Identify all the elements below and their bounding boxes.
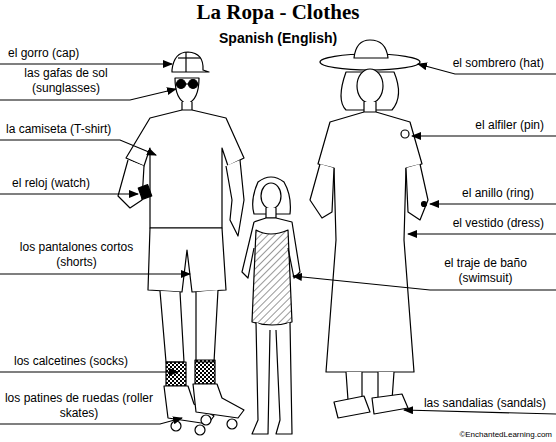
leader-lines [0, 64, 556, 424]
drawing-part [196, 290, 218, 362]
drawing-part [354, 40, 388, 58]
drawing-part [227, 419, 237, 429]
clothing-label: las gafas de sol (sunglasses) [6, 66, 126, 96]
drawing-part [0, 273, 190, 274]
drawing-part [166, 362, 186, 386]
drawing-part [401, 130, 409, 138]
drawing-part [195, 360, 215, 384]
drawing-part [276, 322, 292, 434]
drawing-part [242, 222, 254, 278]
drawing-part [0, 371, 178, 372]
clothing-label: la camiseta (T-shirt) [6, 122, 111, 137]
drawing-part [334, 396, 370, 418]
clothing-label: los pantalones cortos (shorts) [4, 240, 149, 270]
drawing-part [189, 80, 198, 89]
drawing-part [148, 228, 226, 292]
title: La Ropa - Clothes [0, 0, 556, 24]
drawing-part [430, 203, 556, 204]
woman-figure [310, 40, 428, 418]
drawing-part [357, 69, 383, 103]
drawing-part [177, 80, 186, 89]
drawing-part [0, 193, 138, 194]
drawing-part [172, 52, 209, 72]
drawing-part [193, 384, 244, 418]
subtitle: Spanish (English) [219, 29, 337, 47]
clothing-label: el reloj (watch) [12, 176, 90, 191]
drawing-part [252, 230, 292, 325]
drawing-part [195, 425, 205, 435]
drawing-part [404, 410, 556, 414]
watermark: ©EnchantedLearning.com [459, 430, 552, 440]
drawing-part [185, 52, 186, 72]
drawing-part [226, 160, 244, 236]
drawing-part [0, 63, 172, 64]
drawing-part [293, 276, 556, 290]
drawing-part [118, 40, 428, 435]
child-figure [242, 177, 300, 434]
man-figure [118, 52, 244, 435]
drawing-part [118, 160, 144, 208]
drawing-part [406, 164, 428, 220]
drawing-part [422, 202, 427, 207]
drawing-part [266, 208, 276, 218]
clothing-label: el anillo (ring) [462, 186, 534, 201]
drawing-part [171, 421, 181, 431]
clothing-label: las sandalias (sandals) [424, 396, 546, 411]
drawing-part [261, 183, 281, 209]
drawing-part [372, 394, 408, 414]
clothing-label: el alfiler (pin) [475, 118, 544, 133]
drawing-part [310, 164, 334, 218]
clothing-label: los patines de ruedas (roller skates) [4, 391, 154, 421]
drawing-part [160, 291, 184, 362]
clothing-label: el sombrero (hat) [453, 56, 544, 71]
drawing-part [201, 415, 211, 425]
drawing-part [412, 135, 556, 136]
drawing-part [408, 233, 556, 234]
drawing-part [252, 322, 270, 434]
drawing-part [175, 78, 199, 104]
clothing-label: los calcetines (socks) [14, 354, 128, 369]
drawing-part [0, 140, 156, 155]
clothing-label: el vestido (dress) [453, 216, 544, 231]
clothing-label: el traje de baño (swimsuit) [423, 256, 548, 286]
drawing-part [346, 372, 362, 400]
drawing-part [318, 112, 422, 372]
clothing-label: el gorro (cap) [8, 46, 79, 61]
drawing-part [185, 83, 189, 84]
drawing-part [178, 57, 200, 58]
drawing-part [138, 185, 152, 200]
